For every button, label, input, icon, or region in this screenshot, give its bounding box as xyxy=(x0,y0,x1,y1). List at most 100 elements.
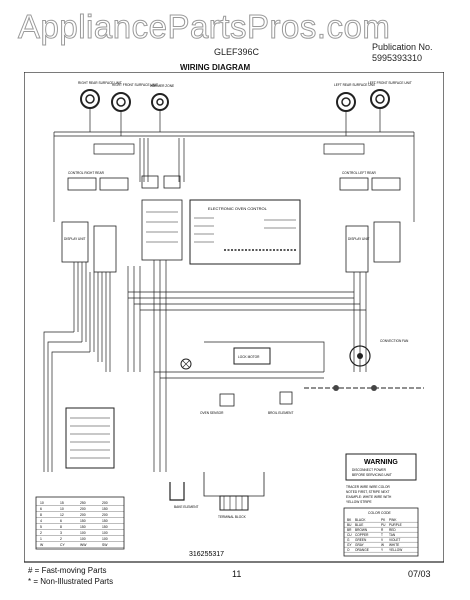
publication-number: 5995393310 xyxy=(372,53,423,63)
electronic-oven-control: ELECTRONIC OVEN CONTROL xyxy=(189,199,301,265)
wire-table-cell: 100 xyxy=(80,531,86,535)
relay-block xyxy=(141,199,183,261)
color-code-cell: BLACK xyxy=(355,518,366,522)
top-harness xyxy=(53,108,415,222)
warning-line-1: DISCONNECT POWER xyxy=(352,468,387,472)
model-number: GLEF396C xyxy=(214,47,260,57)
diagram-title: WIRING DIAGRAM xyxy=(180,63,251,72)
wire-table-cell: 1 xyxy=(40,537,42,541)
broil-element-label: BROIL ELEMENT xyxy=(268,411,293,415)
publication-label: Publication No. xyxy=(372,42,433,52)
warmer-zone: WARMER ZONE xyxy=(150,84,174,111)
left-front-element-label: LEFT FRONT SURFACE UNIT xyxy=(368,81,412,85)
eoc-label: ELECTRONIC OVEN CONTROL xyxy=(208,206,268,211)
wire-table-cell: 150 xyxy=(102,507,108,511)
page-number: 11 xyxy=(232,569,242,579)
wire-table-cell: 12 xyxy=(60,513,64,517)
wire-table-cell: 200 xyxy=(102,513,108,517)
diagram-frame xyxy=(24,72,444,563)
convection-fan: CONVECTION FAN xyxy=(304,339,424,391)
tracer-note-2: NOTED FIRST, STRIPE NEXT xyxy=(346,490,390,494)
color-code-cell: WHITE xyxy=(389,543,399,547)
color-code-title: COLOR CODE xyxy=(368,511,392,515)
left-control: CONTROL RIGHT REAR xyxy=(67,171,129,191)
wire-table-cell: 2 xyxy=(40,531,42,535)
wire-table-cell: 250 xyxy=(80,501,86,505)
wire-table-cell: 10 xyxy=(40,501,44,505)
display-left-label: DISPLAY UNIT xyxy=(64,237,86,241)
convection-fan-label: CONVECTION FAN xyxy=(380,339,409,343)
color-code-cell: BROWN xyxy=(355,528,368,532)
wire-table-cell: 2 xyxy=(60,537,62,541)
color-code-cell: BLUE xyxy=(355,523,363,527)
color-code-cell: BK xyxy=(347,518,352,522)
wire-table-cell: 8 xyxy=(60,525,62,529)
color-code-cell: VIOLET xyxy=(389,538,400,542)
wire-table-cell: 8 xyxy=(40,513,42,517)
tracer-note-3: EXAMPLE: WHITE WIRE WITH xyxy=(346,495,392,499)
footer-date: 07/03 xyxy=(408,569,431,579)
wire-table-cell: 100 xyxy=(80,537,86,541)
wire-table-cell: 100 xyxy=(102,531,108,535)
color-code-cell: PK xyxy=(381,518,386,522)
color-code-cell: Y xyxy=(381,548,384,552)
wire-table-cell: 6 xyxy=(60,519,62,523)
terminal-block: TERMINAL BLOCK xyxy=(203,472,265,519)
display-right-label: DISPLAY UNIT xyxy=(348,237,370,241)
tracer-note-1: TRACER WIRE WIRE COLOR xyxy=(346,485,390,489)
tracer-note-4: YELLOW STRIPE xyxy=(346,500,372,504)
wire-table-cell: 200 xyxy=(102,501,108,505)
color-code-cell: BU xyxy=(347,523,352,527)
fast-moving-note: # = Fast-moving Parts xyxy=(28,566,107,575)
wire-table-cell: SW xyxy=(102,543,108,547)
color-code-cell: ORANGE xyxy=(355,548,369,552)
color-code-cell: PU xyxy=(381,523,386,527)
left-control-label: CONTROL RIGHT REAR xyxy=(68,171,105,175)
color-code-cell: GY xyxy=(347,543,352,547)
wire-table-cell: 10 xyxy=(60,507,64,511)
bake-element-label: BAKE ELEMENT xyxy=(174,505,198,509)
terminal-strip-left xyxy=(65,407,115,469)
wire-table-cell: 150 xyxy=(102,519,108,523)
broil-element: BROIL ELEMENT xyxy=(268,391,293,415)
non-illustrated-note: * = Non-Illustrated Parts xyxy=(28,577,114,586)
part-number: 316255317 xyxy=(189,551,224,558)
wiring-diagram: RIGHT REAR SURFACE UNIT RIGHT FRONT SURF… xyxy=(24,72,444,563)
warning-line-2: BEFORE SERVICING UNIT xyxy=(352,473,392,477)
wire-table-cell: 150 xyxy=(102,525,108,529)
warmer-zone-label: WARMER ZONE xyxy=(150,84,174,88)
right-control: CONTROL LEFT REAR xyxy=(339,171,401,191)
wire-table-cell: 6 xyxy=(40,507,42,511)
oven-light xyxy=(180,358,192,370)
oven-sensor: OVEN SENSOR xyxy=(200,393,235,415)
right-front-element-label: RIGHT FRONT SURFACE UNIT xyxy=(112,83,158,87)
color-code-cell: GRAY xyxy=(355,543,365,547)
vertical-harness xyxy=(43,260,367,472)
color-code-cell: O xyxy=(347,548,350,552)
wire-table-cell: 15 xyxy=(60,501,64,505)
warning-title: WARNING xyxy=(364,459,398,466)
wire-table-cell: W xyxy=(40,543,44,547)
lock-motor: LOCK MOTOR xyxy=(204,341,325,372)
wire-table-cell: 150 xyxy=(80,519,86,523)
terminal-block-label: TERMINAL BLOCK xyxy=(218,515,247,519)
wire-table-cell: 100 xyxy=(102,537,108,541)
bake-element: BAKE ELEMENT xyxy=(169,482,198,509)
wire-table-cell: CY xyxy=(60,543,65,547)
color-code-cell: GREEN xyxy=(355,538,367,542)
wire-table-cell: 3 xyxy=(60,531,62,535)
lock-motor-label: LOCK MOTOR xyxy=(238,355,260,359)
color-code-cell: YELLOW xyxy=(389,548,402,552)
color-code-cell: CU xyxy=(347,533,352,537)
color-code-cell: BR xyxy=(347,528,352,532)
oven-sensor-label: OVEN SENSOR xyxy=(200,411,224,415)
warmer-switch xyxy=(141,175,181,189)
color-code-cell: PURPLE xyxy=(389,523,402,527)
wire-table-cell: 150 xyxy=(80,525,86,529)
right-rear-element-label: RIGHT REAR SURFACE UNIT xyxy=(78,81,122,85)
color-code-cell: R xyxy=(381,528,384,532)
tracer-note: TRACER WIRE WIRE COLOR NOTED FIRST, STRI… xyxy=(346,485,392,504)
color-code-cell: W xyxy=(381,543,384,547)
